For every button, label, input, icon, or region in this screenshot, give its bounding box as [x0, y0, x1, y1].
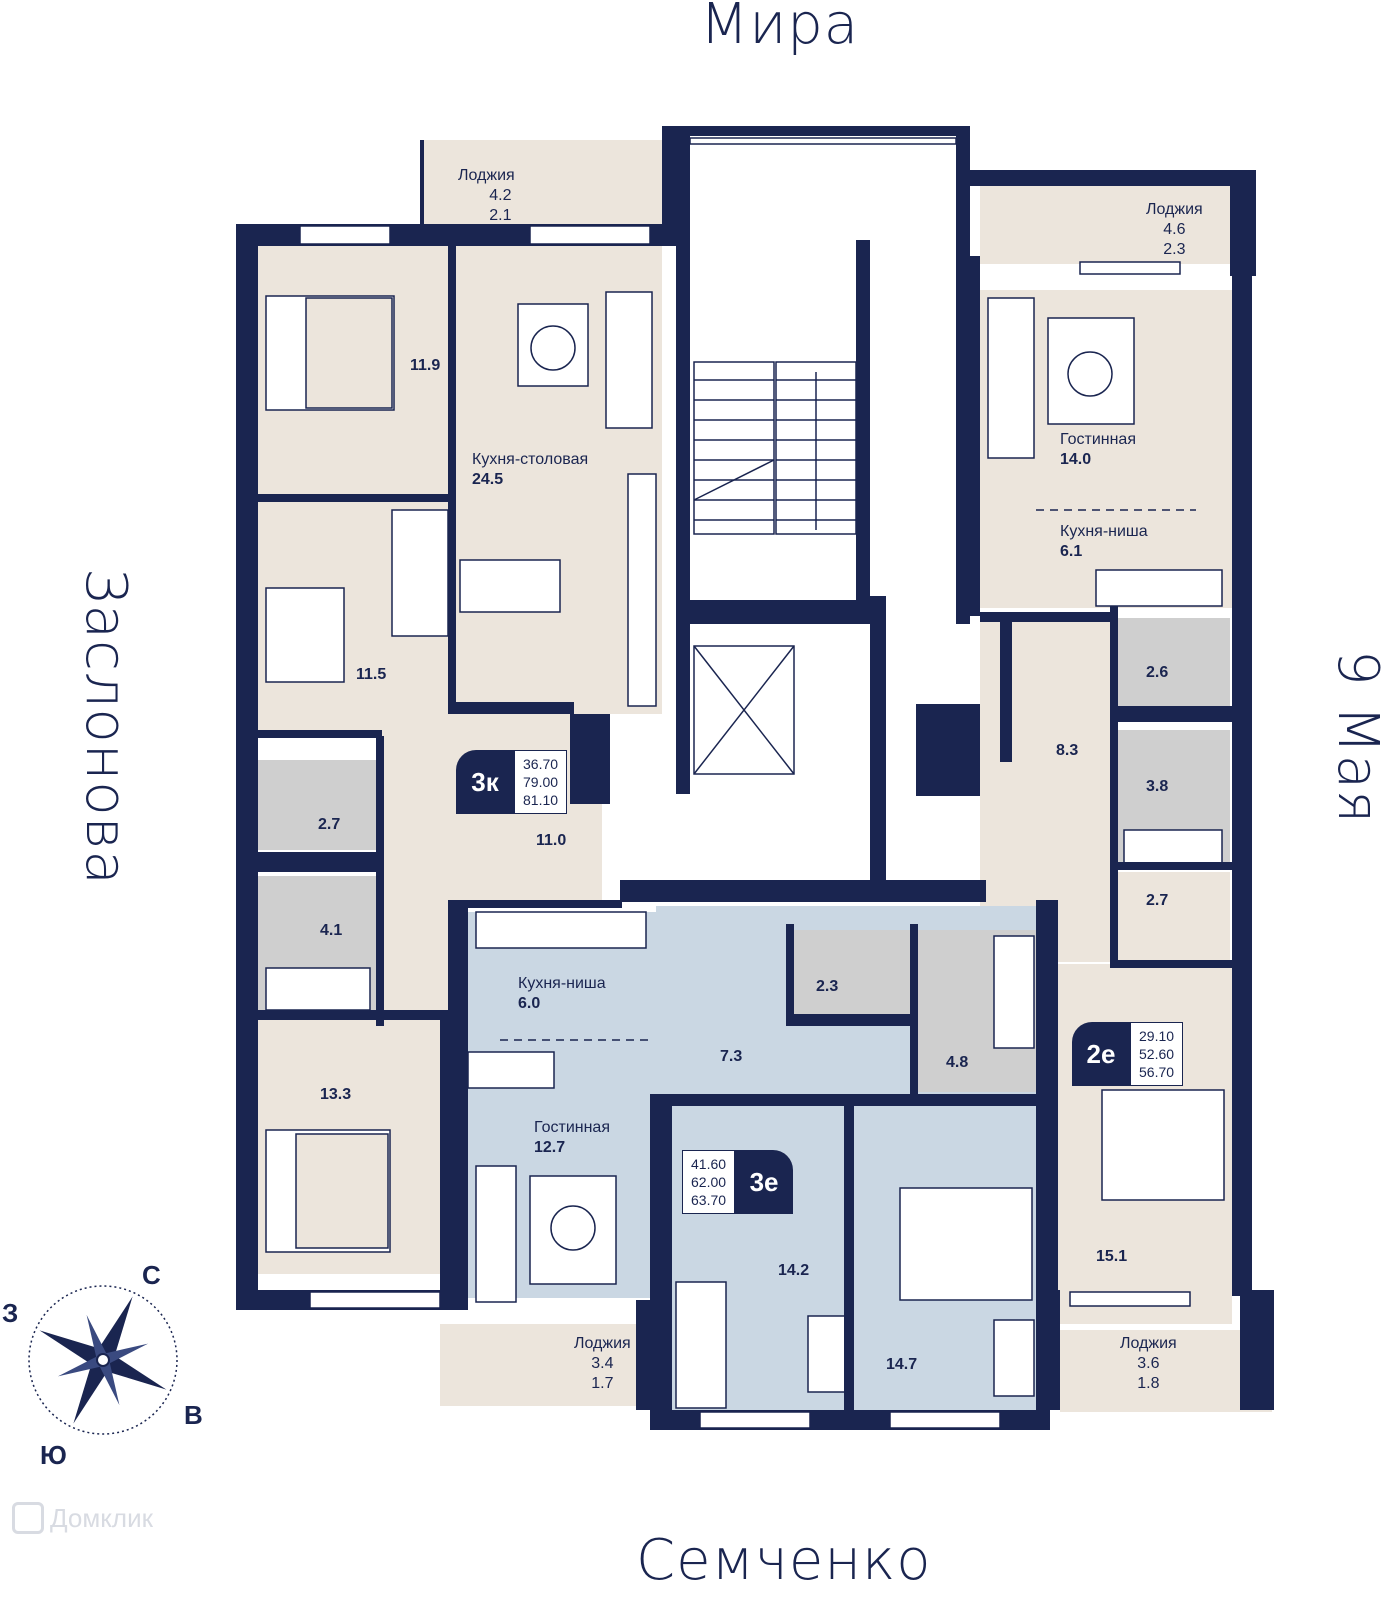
hall-b-area: 8.3: [1056, 742, 1079, 759]
loggia-b-label: Лоджия 4.6 2.3: [1146, 200, 1203, 260]
niche-lines: [500, 509, 1196, 1041]
room-loggia-a[interactable]: [420, 140, 670, 238]
loggia-area-reduced: 1.7: [591, 1375, 614, 1392]
street-bottom: Семченко: [636, 1528, 932, 1593]
room-area: 12.7: [534, 1139, 566, 1156]
bath-c-area: 2.6: [1146, 664, 1169, 681]
furniture: [265, 291, 1225, 1409]
room-name: Кухня-ниша: [518, 975, 606, 992]
room-loggia-b[interactable]: [980, 186, 1252, 264]
loggia-area: 4.2: [489, 187, 512, 204]
area-living: 36.70: [523, 756, 559, 772]
room-closet-b[interactable]: [1118, 872, 1230, 960]
kitchen-dining-label: Кухня-столовая 24.5: [472, 450, 588, 490]
bed-c-area: 13.3: [320, 1086, 352, 1103]
hall-c-area: 7.3: [720, 1048, 743, 1065]
room-bath-c[interactable]: [1118, 618, 1230, 706]
street-top: Мира: [700, 0, 860, 57]
room-name: Лоджия: [1120, 1335, 1177, 1352]
area-with-loggia: 63.70: [691, 1192, 727, 1208]
street-left: Заслонова: [73, 568, 138, 886]
bath-f-area: 4.8: [946, 1054, 969, 1071]
room-name: Лоджия: [1146, 201, 1203, 218]
room-loggia-c[interactable]: [1060, 1330, 1272, 1412]
room-loggia-d[interactable]: [440, 1324, 650, 1406]
area-total: 79.00: [523, 774, 559, 790]
bed-f-area: 14.7: [886, 1356, 918, 1373]
apartment-areas: 29.10 52.60 56.70: [1130, 1022, 1184, 1086]
closet-b-area: 2.7: [1146, 892, 1169, 909]
kitchen-niche-b-label: Кухня-ниша 6.1: [1060, 522, 1148, 562]
area-with-loggia: 81.10: [523, 792, 559, 808]
living-b-label: Гостинная 14.0: [1060, 430, 1136, 470]
apartment-badge-3k[interactable]: 3к 36.70 79.00 81.10: [456, 750, 568, 814]
bed-a-area: 11.9: [410, 357, 441, 374]
compass-north-label: С: [142, 1260, 161, 1290]
compass-south-label: Ю: [40, 1440, 67, 1470]
apartment-areas: 36.70 79.00 81.10: [514, 750, 568, 814]
room-name: Лоджия: [458, 167, 515, 184]
compass-east-label: В: [184, 1400, 203, 1430]
house-icon: [12, 1502, 44, 1534]
loggia-d-label: Лоджия 3.4 1.7: [574, 1334, 631, 1394]
area-living: 29.10: [1139, 1028, 1175, 1044]
area-total: 62.00: [691, 1174, 727, 1190]
watermark: Домклик: [12, 1502, 153, 1534]
bed-e-area: 14.2: [778, 1262, 810, 1279]
bed-b-area: 11.5: [356, 666, 387, 683]
compass-rose: [28, 1285, 178, 1435]
bath-a-area: 2.7: [318, 816, 341, 833]
kitchen-niche-c-label: Кухня-ниша 6.0: [518, 974, 606, 1014]
room-area: 6.0: [518, 995, 541, 1012]
windows: [299, 137, 1191, 1429]
loggia-area: 3.6: [1137, 1355, 1160, 1372]
bath-e-area: 2.3: [816, 978, 839, 995]
bed-d-area: 15.1: [1096, 1248, 1128, 1265]
apartment-badge-3e[interactable]: 41.60 62.00 63.70 3е: [682, 1150, 794, 1214]
hall-a-area: 11.0: [536, 832, 567, 849]
lift-shaft: [693, 645, 795, 775]
room-area: 24.5: [472, 471, 504, 488]
loggia-c-label: Лоджия 3.6 1.8: [1120, 1334, 1177, 1394]
stairwell: [693, 361, 857, 775]
loggia-area: 4.6: [1163, 221, 1186, 238]
bath-b-area: 4.1: [320, 922, 343, 939]
watermark-text: Домклик: [50, 1502, 153, 1533]
room-area: 14.0: [1060, 451, 1092, 468]
apartment-code: 3к: [456, 750, 514, 814]
apartment-code: 2е: [1072, 1022, 1130, 1086]
street-right: 9 Мая: [1325, 650, 1388, 825]
room-name: Кухня-ниша: [1060, 523, 1148, 540]
room-bath-a[interactable]: [258, 760, 376, 850]
loggia-area-reduced: 1.8: [1137, 1375, 1160, 1392]
apartment-code: 3е: [735, 1150, 794, 1214]
loggia-area-reduced: 2.1: [489, 207, 512, 224]
apartment-badge-2e[interactable]: 2е 29.10 52.60 56.70: [1072, 1022, 1184, 1086]
area-living: 41.60: [691, 1156, 727, 1172]
loggia-area-reduced: 2.3: [1163, 241, 1186, 258]
area-total: 52.60: [1139, 1046, 1175, 1062]
bath-d-area: 3.8: [1146, 778, 1169, 795]
area-with-loggia: 56.70: [1139, 1064, 1175, 1080]
room-hall-a-2: [380, 900, 450, 1020]
room-name: Лоджия: [574, 1335, 631, 1352]
room-area: 6.1: [1060, 543, 1083, 560]
room-name: Кухня-столовая: [472, 451, 589, 468]
loggia-a-label: Лоджия 4.2 2.1: [458, 166, 515, 226]
room-name: Гостинная: [1060, 431, 1136, 448]
apartment-areas: 41.60 62.00 63.70: [682, 1150, 736, 1214]
room-bath-e[interactable]: [792, 930, 910, 1016]
living-c-label: Гостинная 12.7: [534, 1118, 610, 1158]
compass-west-label: З: [2, 1298, 19, 1328]
room-name: Гостинная: [534, 1119, 610, 1136]
loggia-area: 3.4: [591, 1355, 614, 1372]
